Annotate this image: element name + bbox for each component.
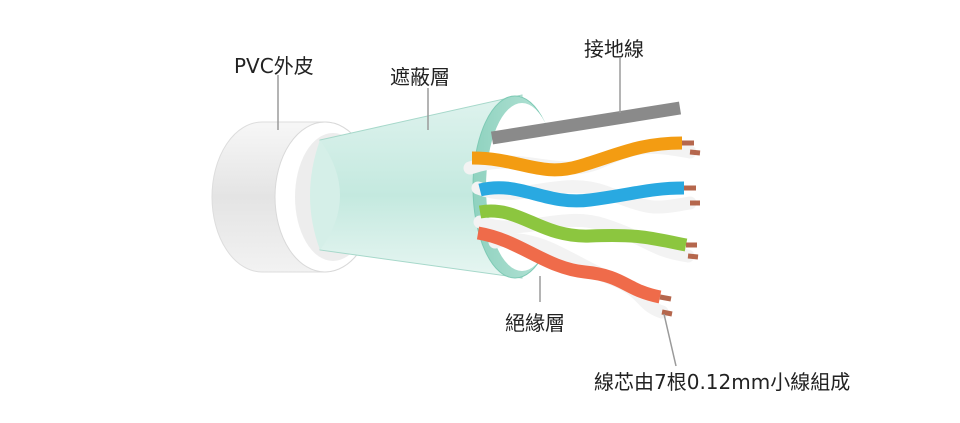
label-pvc-jacket: PVC外皮 [234,54,314,78]
red-wire [476,226,662,304]
copper-tip [661,309,673,317]
leader-lines [277,58,677,367]
label-insulation: 絕緣層 [505,311,565,335]
copper-tip [687,253,699,260]
copper-tip [659,294,672,302]
ground-wire [490,101,682,145]
leader-conductor [663,313,677,367]
label-conductor: 線芯由7根0.12mm小線組成 [594,370,851,394]
orange-wire [471,136,683,177]
label-shield: 遮蔽層 [390,65,450,89]
label-ground-wire: 接地線 [584,37,644,61]
twisted-pairs [463,136,701,319]
green-wire [478,204,688,252]
blue-wire [478,181,685,208]
copper-tip [689,149,701,156]
white-strand [473,213,695,263]
